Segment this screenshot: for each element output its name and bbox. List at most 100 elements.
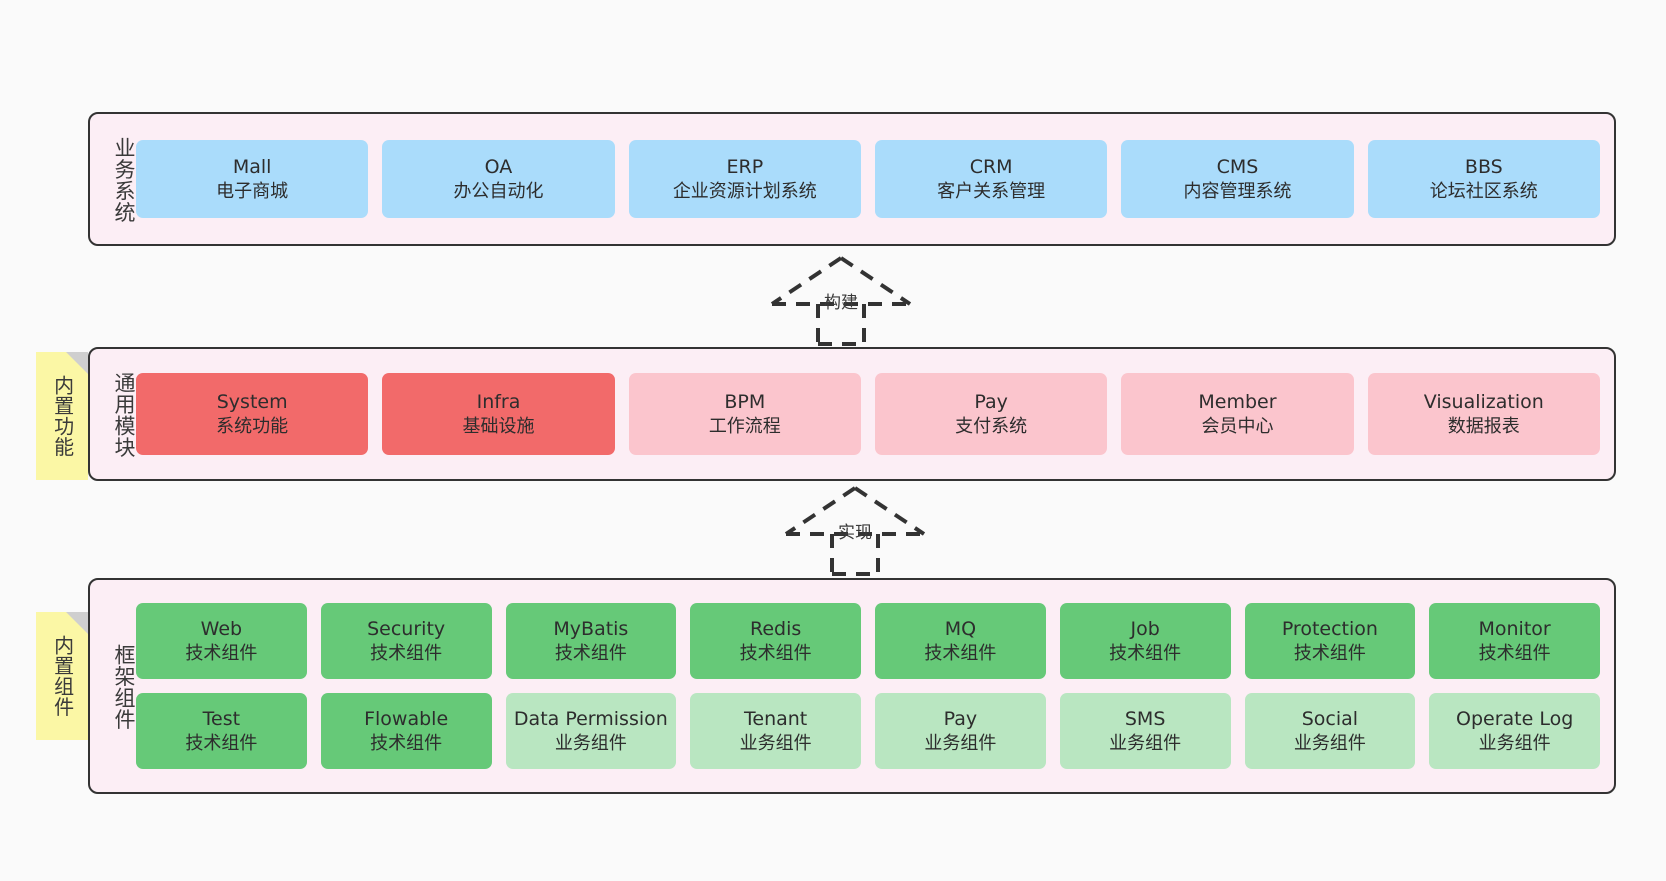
- card-subtitle: 系统功能: [216, 415, 289, 437]
- card-social[interactable]: Social 业务组件: [1244, 693, 1416, 769]
- card-monitor[interactable]: Monitor 技术组件: [1429, 603, 1600, 679]
- card-title: Social: [1301, 708, 1359, 731]
- card-subtitle: 技术组件: [370, 732, 443, 754]
- card-title: System: [216, 391, 288, 414]
- card-title: Pay: [943, 708, 978, 731]
- card-tenant[interactable]: Tenant 业务组件: [690, 693, 861, 769]
- card-subtitle: 业务组件: [739, 732, 812, 754]
- card-title: CRM: [969, 156, 1013, 179]
- card-title: CMS: [1216, 156, 1259, 179]
- band-framework-components: 框架组件 Web 技术组件 Security 技术组件 MyBatis 技术组件…: [88, 578, 1616, 794]
- card-subtitle: 内容管理系统: [1183, 180, 1292, 202]
- band-body-business-systems: Mall 电子商城 OA 办公自动化 ERP 企业资源计划系统 CRM 客户关系…: [136, 114, 1614, 244]
- connector-build-shape: [770, 256, 912, 346]
- card-title: Flowable: [364, 708, 449, 731]
- connector-build: 构建: [756, 252, 926, 347]
- card-title: Monitor: [1478, 618, 1551, 641]
- card-title: Mall: [232, 156, 272, 179]
- card-title: SMS: [1124, 708, 1166, 731]
- card-title: MQ: [944, 618, 977, 641]
- band-label-framework-components: 框架组件: [112, 644, 136, 730]
- card-visualization[interactable]: Visualization 数据报表: [1367, 373, 1600, 455]
- card-subtitle: 企业资源计划系统: [672, 180, 817, 202]
- card-pay-module[interactable]: Pay 支付系统: [874, 373, 1108, 455]
- card-subtitle: 业务组件: [1109, 732, 1182, 754]
- card-title: Member: [1198, 391, 1277, 414]
- card-operate-log[interactable]: Operate Log 业务组件: [1429, 693, 1600, 769]
- card-subtitle: 技术组件: [554, 642, 627, 664]
- card-subtitle: 客户关系管理: [937, 180, 1046, 202]
- card-protection[interactable]: Protection 技术组件: [1244, 603, 1416, 679]
- card-subtitle: 技术组件: [185, 732, 258, 754]
- card-title: Protection: [1281, 618, 1378, 641]
- sticky-note-label: 内置组件: [50, 635, 75, 717]
- card-title: Redis: [749, 618, 802, 641]
- card-redis[interactable]: Redis 技术组件: [690, 603, 861, 679]
- card-title: ERP: [726, 156, 764, 179]
- card-sms[interactable]: SMS 业务组件: [1059, 693, 1231, 769]
- card-subtitle: 办公自动化: [453, 180, 544, 202]
- card-mybatis[interactable]: MyBatis 技术组件: [505, 603, 677, 679]
- card-bpm[interactable]: BPM 工作流程: [628, 373, 861, 455]
- band-body-framework-components: Web 技术组件 Security 技术组件 MyBatis 技术组件 Redi…: [136, 580, 1614, 792]
- card-bbs[interactable]: BBS 论坛社区系统: [1367, 140, 1600, 218]
- card-title: Data Permission: [513, 708, 668, 731]
- card-data-permission[interactable]: Data Permission 业务组件: [505, 693, 677, 769]
- card-subtitle: 技术组件: [1293, 642, 1366, 664]
- card-job[interactable]: Job 技术组件: [1059, 603, 1231, 679]
- card-title: BPM: [724, 391, 766, 414]
- card-subtitle: 业务组件: [554, 732, 627, 754]
- card-title: Job: [1130, 618, 1160, 641]
- sticky-note-builtin-functions: 内置功能: [36, 352, 88, 480]
- card-mall[interactable]: Mall 电子商城: [136, 140, 369, 218]
- card-crm[interactable]: CRM 客户关系管理: [874, 140, 1108, 218]
- card-subtitle: 电子商城: [216, 180, 289, 202]
- connector-implement: 实现: [770, 482, 940, 577]
- card-title: Pay: [974, 391, 1008, 414]
- card-title: Test: [202, 708, 241, 731]
- card-erp[interactable]: ERP 企业资源计划系统: [628, 140, 861, 218]
- card-subtitle: 技术组件: [1478, 642, 1551, 664]
- card-subtitle: 技术组件: [185, 642, 258, 664]
- card-title: MyBatis: [553, 618, 629, 641]
- card-test[interactable]: Test 技术组件: [136, 693, 307, 769]
- card-flowable[interactable]: Flowable 技术组件: [320, 693, 492, 769]
- sticky-note-label: 内置功能: [50, 375, 75, 457]
- card-subtitle: 数据报表: [1447, 415, 1520, 437]
- card-member[interactable]: Member 会员中心: [1121, 373, 1354, 455]
- card-subtitle: 业务组件: [924, 732, 997, 754]
- card-oa[interactable]: OA 办公自动化: [382, 140, 615, 218]
- card-subtitle: 会员中心: [1201, 415, 1274, 437]
- band-label-business-systems: 业务系统: [112, 137, 136, 223]
- business-components-row: Test 技术组件 Flowable 技术组件 Data Permission …: [136, 693, 1600, 769]
- card-title: Tenant: [744, 708, 808, 731]
- card-infra[interactable]: Infra 基础设施: [382, 373, 615, 455]
- band-common-modules: 通用模块 System 系统功能 Infra 基础设施 BPM 工作流程 Pay…: [88, 347, 1616, 481]
- tech-components-row: Web 技术组件 Security 技术组件 MyBatis 技术组件 Redi…: [136, 603, 1600, 679]
- business-systems-row: Mall 电子商城 OA 办公自动化 ERP 企业资源计划系统 CRM 客户关系…: [136, 140, 1600, 218]
- card-title: Security: [367, 618, 446, 641]
- connector-implement-label: 实现: [838, 523, 872, 543]
- card-cms[interactable]: CMS 内容管理系统: [1121, 140, 1354, 218]
- card-subtitle: 基础设施: [462, 415, 535, 437]
- common-modules-row: System 系统功能 Infra 基础设施 BPM 工作流程 Pay 支付系统…: [136, 373, 1600, 455]
- card-mq[interactable]: MQ 技术组件: [875, 603, 1046, 679]
- card-title: Visualization: [1423, 391, 1544, 414]
- card-title: Operate Log: [1455, 708, 1574, 731]
- card-subtitle: 技术组件: [924, 642, 997, 664]
- card-pay-component[interactable]: Pay 业务组件: [875, 693, 1046, 769]
- card-title: OA: [484, 156, 513, 179]
- band-label-common-modules: 通用模块: [112, 372, 136, 458]
- connector-build-label: 构建: [824, 293, 858, 313]
- sticky-fold-corner-icon: [66, 352, 88, 374]
- card-title: Infra: [476, 391, 521, 414]
- card-security[interactable]: Security 技术组件: [320, 603, 492, 679]
- sticky-note-builtin-components: 内置组件: [36, 612, 88, 740]
- card-subtitle: 工作流程: [708, 415, 781, 437]
- card-web[interactable]: Web 技术组件: [136, 603, 307, 679]
- card-subtitle: 技术组件: [370, 642, 443, 664]
- card-subtitle: 业务组件: [1293, 732, 1366, 754]
- band-business-systems: 业务系统 Mall 电子商城 OA 办公自动化 ERP 企业资源计划系统 CRM…: [88, 112, 1616, 246]
- card-system[interactable]: System 系统功能: [136, 373, 369, 455]
